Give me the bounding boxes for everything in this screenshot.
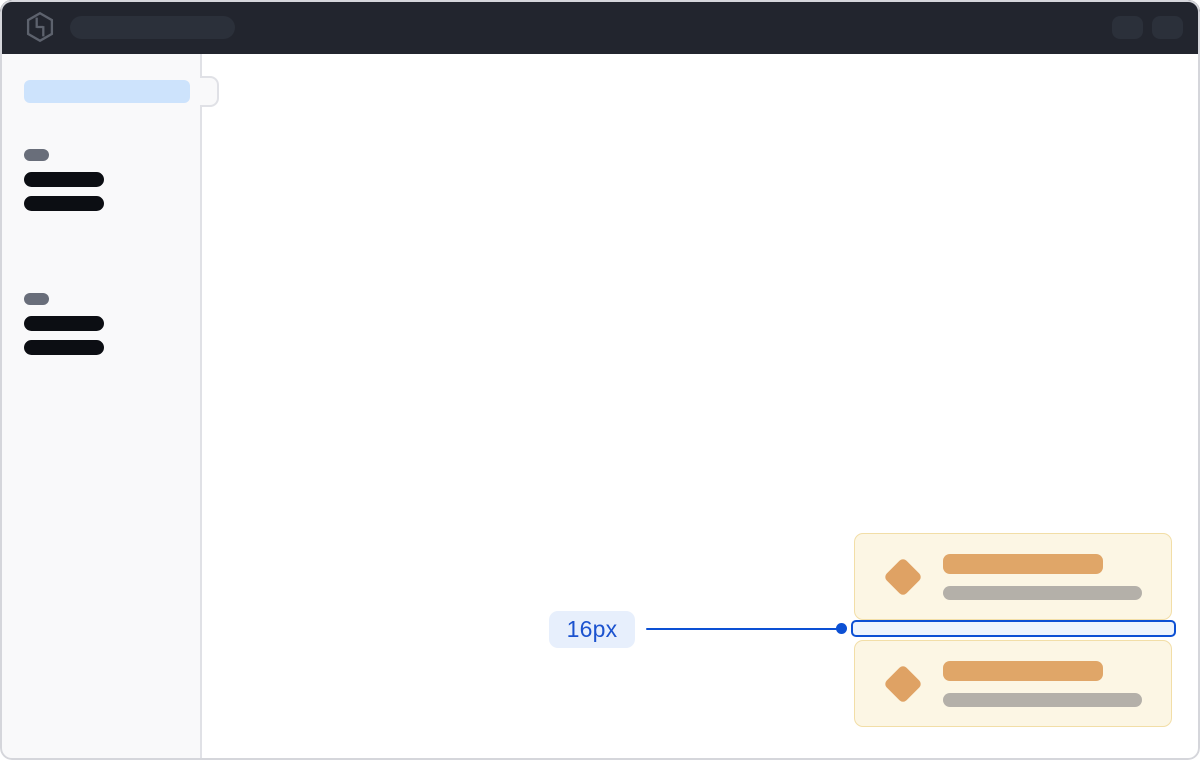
top-nav [0, 0, 1200, 54]
card [854, 533, 1172, 620]
diamond-icon [883, 664, 923, 704]
measurement-connector-line [646, 627, 837, 630]
diamond-icon [883, 557, 923, 597]
sidebar-active-item[interactable] [24, 80, 190, 103]
card-title-skeleton [943, 554, 1103, 574]
sidebar-item-skeleton [24, 340, 104, 355]
header-action-button-2[interactable] [1152, 16, 1183, 39]
sidebar [0, 54, 202, 760]
sidebar-toggle[interactable] [200, 76, 219, 107]
header-action-button-1[interactable] [1112, 16, 1143, 39]
sidebar-item-skeleton [24, 172, 104, 187]
sidebar-section-label-skeleton [24, 149, 49, 161]
sidebar-item-skeleton [24, 196, 104, 211]
sidebar-section-label-skeleton [24, 293, 49, 305]
measurement-endpoint-dot [836, 623, 847, 634]
card-body-skeleton [943, 586, 1142, 600]
spacing-label: 16px [549, 611, 635, 648]
global-search-input[interactable] [70, 16, 235, 39]
card-list [854, 533, 1172, 727]
card-title-skeleton [943, 661, 1103, 681]
hashicorp-logo-icon [26, 11, 54, 43]
card-body-skeleton [943, 693, 1142, 707]
card [854, 640, 1172, 727]
sidebar-item-skeleton [24, 316, 104, 331]
spacing-highlight [851, 620, 1176, 637]
